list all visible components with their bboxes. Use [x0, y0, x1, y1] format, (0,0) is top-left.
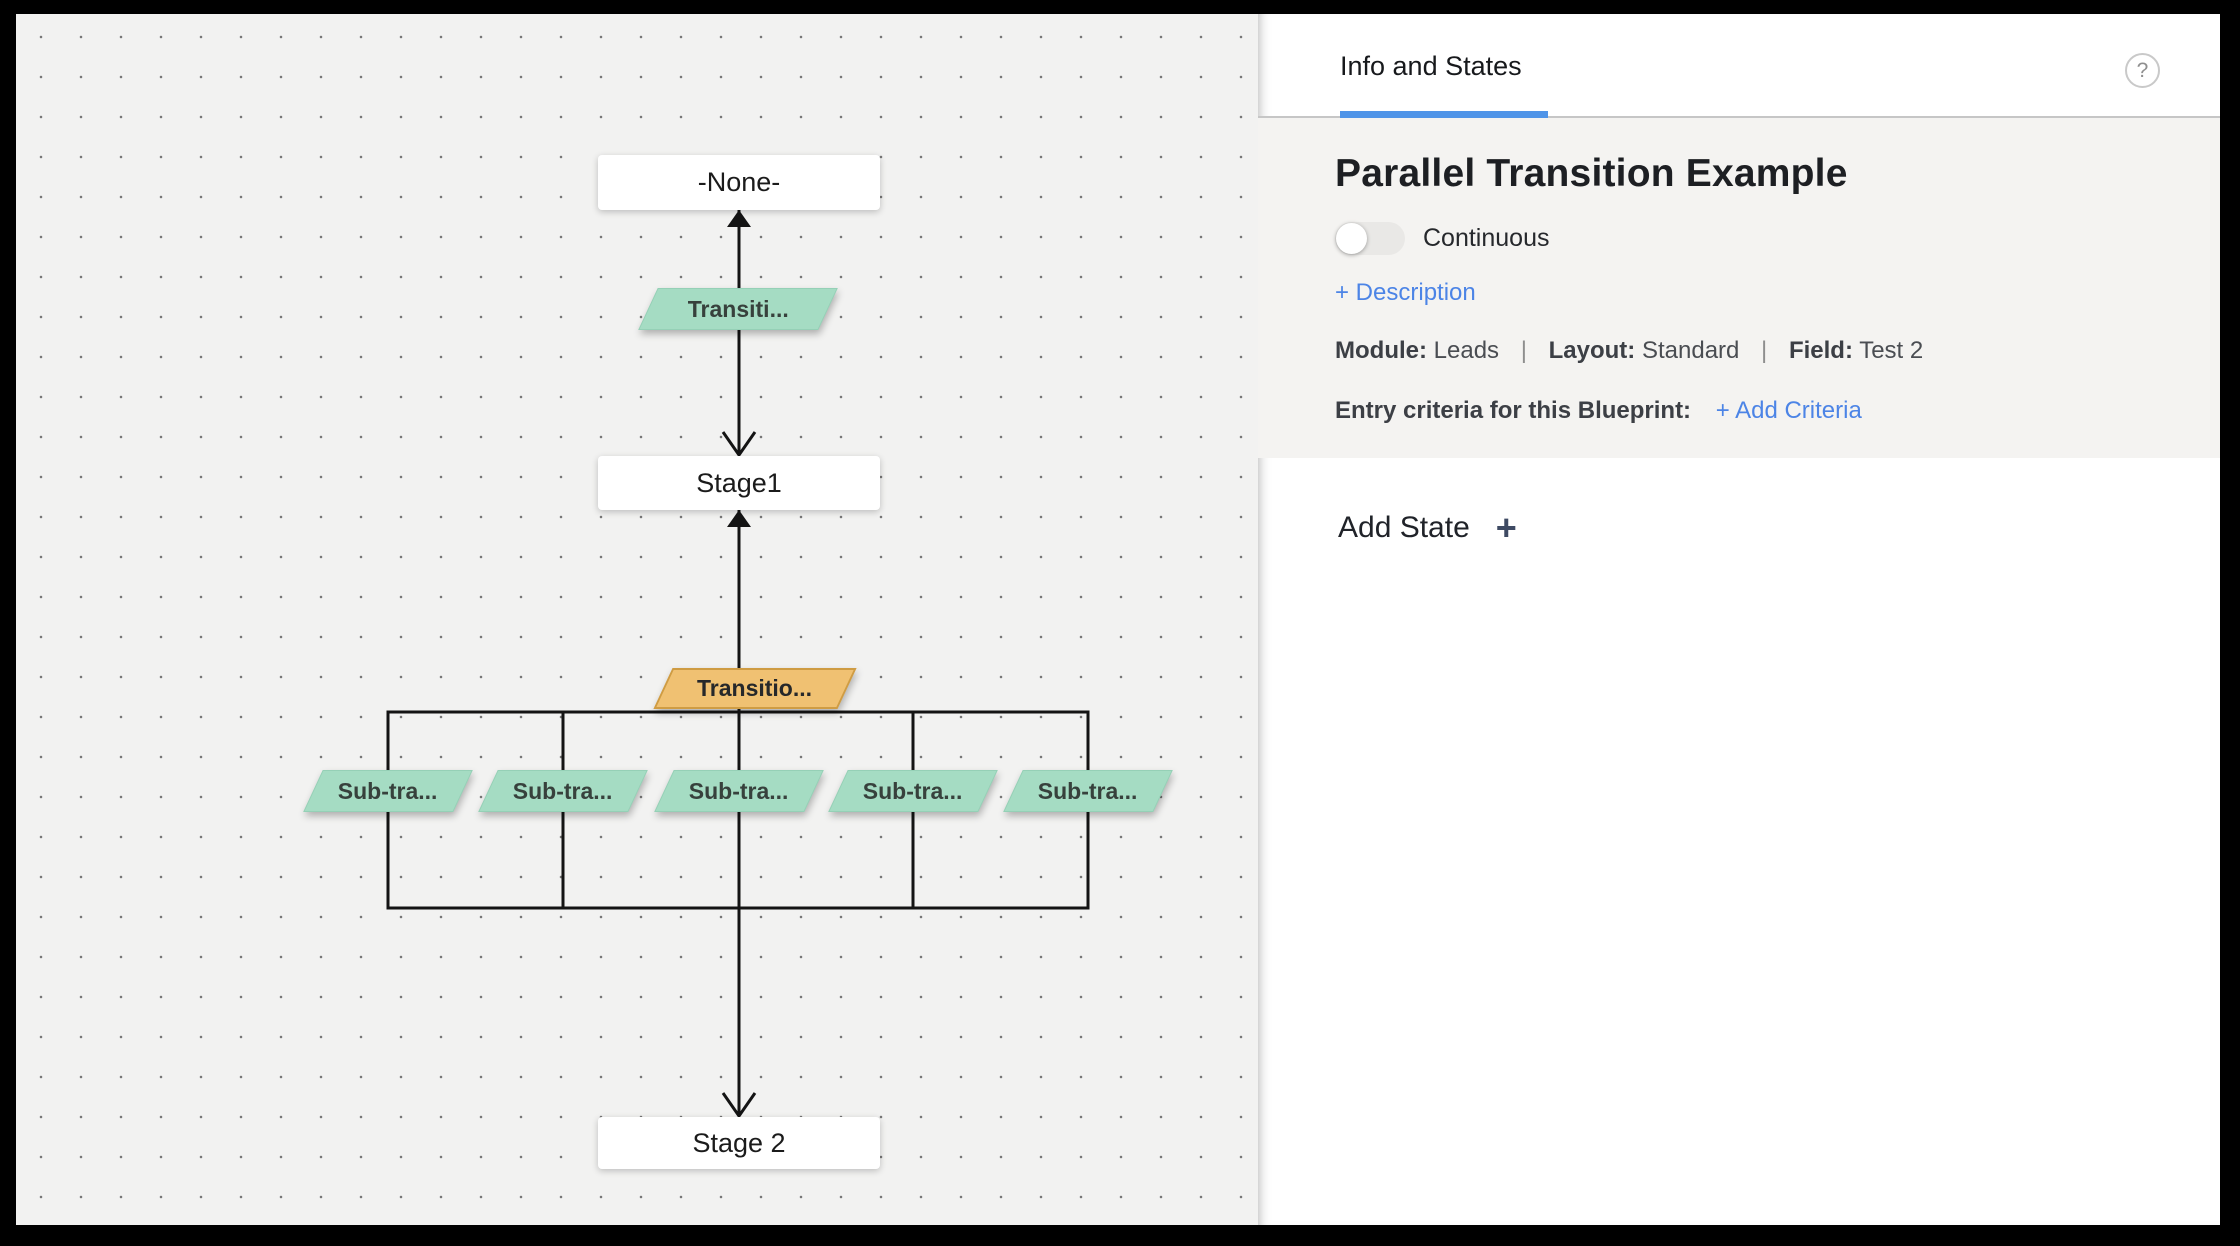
- sub-transition-label: Sub-tra...: [513, 777, 613, 804]
- arrowhead-into-stage1: [721, 431, 757, 458]
- arrowhead-into-stage2: [721, 1092, 757, 1119]
- state-node-none[interactable]: -None-: [598, 155, 880, 210]
- field-value: Test 2: [1859, 337, 1924, 364]
- sub-transition-label: Sub-tra...: [863, 777, 963, 804]
- info-panel: Info and States ? Parallel Transition Ex…: [1258, 14, 2220, 1225]
- entry-criteria-line: Entry criteria for this Blueprint: + Add…: [1335, 397, 2180, 425]
- field-label: Field:: [1788, 337, 1853, 364]
- meta-separator: |: [1761, 337, 1768, 364]
- sub-transition-1[interactable]: Sub-tra...: [303, 770, 473, 812]
- source-marker-stage1: [727, 510, 751, 527]
- sub-transition-label: Sub-tra...: [689, 777, 789, 804]
- tab-info-and-states[interactable]: Info and States: [1340, 14, 1522, 118]
- state-label: -None-: [697, 167, 781, 197]
- sub-transition-4[interactable]: Sub-tra...: [828, 770, 998, 812]
- module-value: Leads: [1433, 337, 1500, 364]
- sub-transition-5[interactable]: Sub-tra...: [1003, 770, 1173, 812]
- transition-label: Transitio...: [697, 675, 813, 701]
- add-description-link[interactable]: + Description: [1335, 279, 1476, 306]
- state-node-stage1[interactable]: Stage1: [598, 456, 880, 510]
- continuous-toggle-row: Continuous: [1335, 222, 2180, 255]
- sub-transition-3[interactable]: Sub-tra...: [654, 770, 824, 812]
- state-label: Stage 2: [692, 1127, 786, 1158]
- blueprint-info-section: Parallel Transition Example Continuous +…: [1258, 118, 2220, 458]
- meta-separator: |: [1520, 337, 1527, 364]
- sub-transition-2[interactable]: Sub-tra...: [478, 770, 648, 812]
- tab-label: Info and States: [1340, 50, 1522, 81]
- transition-label: Transiti...: [687, 295, 789, 322]
- transition-parallel[interactable]: Transitio...: [653, 668, 857, 709]
- blueprint-canvas[interactable]: -None- Stage1 Stage 2 Transiti... Transi…: [16, 14, 1258, 1225]
- continuous-toggle[interactable]: [1335, 222, 1405, 255]
- add-state-label: Add State: [1338, 511, 1470, 544]
- question-mark-glyph: ?: [2136, 58, 2149, 82]
- add-criteria-link[interactable]: + Add Criteria: [1715, 397, 1862, 424]
- entry-criteria-label: Entry criteria for this Blueprint:: [1335, 397, 1692, 424]
- active-tab-indicator: [1340, 111, 1548, 118]
- add-state-row: Add State +: [1258, 458, 2220, 546]
- source-marker-none: [727, 210, 751, 227]
- module-label: Module:: [1335, 337, 1427, 364]
- module-layout-field-line: Module: Leads | Layout: Standard | Field…: [1335, 337, 2180, 365]
- sub-transition-label: Sub-tra...: [338, 777, 438, 804]
- transition-none-to-stage1[interactable]: Transiti...: [638, 288, 838, 330]
- toggle-knob: [1336, 223, 1367, 254]
- state-label: Stage1: [696, 467, 782, 498]
- add-state-plus-button[interactable]: +: [1495, 507, 1517, 548]
- layout-value: Standard: [1641, 337, 1740, 364]
- sub-transition-label: Sub-tra...: [1038, 777, 1138, 804]
- blueprint-title: Parallel Transition Example: [1335, 152, 1848, 195]
- state-node-stage2[interactable]: Stage 2: [598, 1117, 880, 1169]
- help-icon[interactable]: ?: [2125, 53, 2160, 88]
- layout-label: Layout:: [1548, 337, 1636, 364]
- panel-header: Info and States ?: [1258, 14, 2220, 118]
- continuous-label: Continuous: [1423, 224, 1550, 252]
